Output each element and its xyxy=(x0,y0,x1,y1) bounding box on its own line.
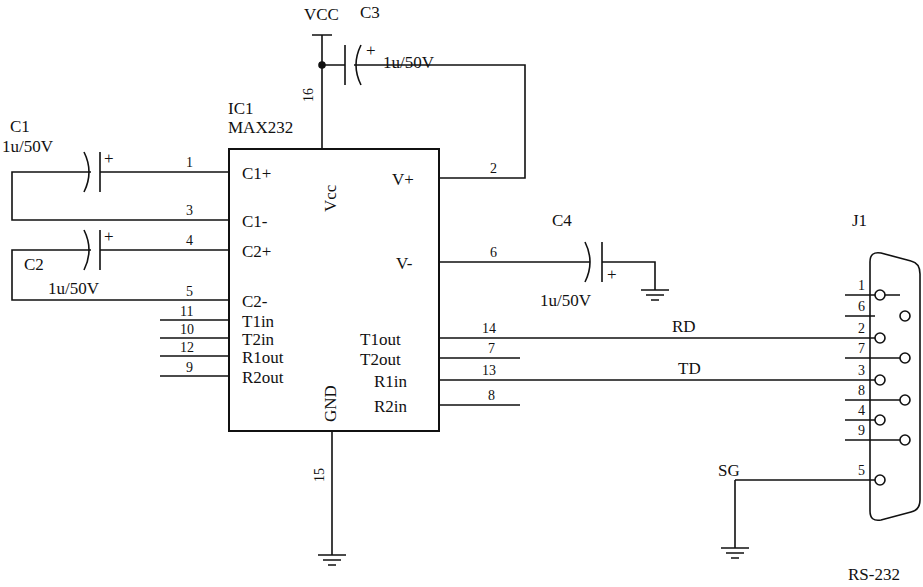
pin-name: R2out xyxy=(242,369,284,386)
pin-number: 2 xyxy=(490,162,497,176)
pin-name: R1out xyxy=(242,349,284,366)
pin-number: 5 xyxy=(186,285,193,299)
pin-name: V+ xyxy=(392,171,414,188)
polarity-mark: + xyxy=(607,266,617,283)
part-name: C3 xyxy=(360,4,380,21)
pin-name: R2in xyxy=(374,398,407,415)
polarity-mark: + xyxy=(104,228,114,245)
polarity-mark: + xyxy=(104,150,114,167)
pin-number: 8 xyxy=(858,384,865,398)
pin-number: 3 xyxy=(186,204,193,218)
pin-number: 7 xyxy=(488,342,495,356)
pin-name: GND xyxy=(322,385,339,422)
part-name: IC1 xyxy=(228,100,254,117)
signal-name: RD xyxy=(672,318,696,335)
pin-number: 9 xyxy=(858,424,865,438)
pin-number: 4 xyxy=(858,404,865,418)
pin-number: 14 xyxy=(482,322,496,336)
pin-number: 1 xyxy=(186,156,193,170)
pin-number: 11 xyxy=(180,305,193,319)
part-name: C2 xyxy=(24,256,44,273)
part-value: 1u/50V xyxy=(2,138,53,155)
pin-number: 4 xyxy=(186,234,193,248)
pin-name: T1out xyxy=(360,331,401,348)
pin-number: 13 xyxy=(482,364,496,378)
ic-body: C1+ Vcc V+ C1- C2+ V- C2- T1inT2inR1outR2out T1o… xyxy=(228,148,440,432)
pin-number: 15 xyxy=(313,468,327,482)
connector-name: RS-232 xyxy=(848,566,900,583)
part-name: C4 xyxy=(552,212,572,229)
pin-number: 6 xyxy=(490,246,497,260)
pin-name: C2+ xyxy=(242,243,271,260)
pin-number: 6 xyxy=(858,300,865,314)
polarity-mark: + xyxy=(366,42,376,59)
supply-name: VCC xyxy=(304,6,339,23)
pin-name: C1+ xyxy=(242,165,271,182)
pin-number: 16 xyxy=(302,88,316,102)
part-value: 1u/50V xyxy=(48,280,99,297)
pin-name: Vcc xyxy=(322,185,339,212)
pin-number: 12 xyxy=(180,341,194,355)
pin-number: 9 xyxy=(186,361,193,375)
part-value: 1u/50V xyxy=(540,292,591,309)
part-name: MAX232 xyxy=(228,119,293,136)
part-name: J1 xyxy=(852,212,867,229)
pin-name: C1- xyxy=(242,213,268,230)
signal-name: TD xyxy=(678,360,701,377)
pin-number: 8 xyxy=(488,389,495,403)
pin-number: 3 xyxy=(858,364,865,378)
part-value: 1u/50V xyxy=(383,54,434,71)
pin-number: 7 xyxy=(858,342,865,356)
pin-number: 10 xyxy=(180,323,194,337)
pin-number: 5 xyxy=(858,464,865,478)
signal-name: SG xyxy=(718,462,740,479)
pin-name: T2in xyxy=(242,331,274,348)
part-name: C1 xyxy=(10,118,30,135)
pin-name: T1in xyxy=(242,313,274,330)
pin-name: T2out xyxy=(360,351,401,368)
pin-name: R1in xyxy=(374,373,407,390)
pin-name: C2- xyxy=(242,293,268,310)
pin-number: 1 xyxy=(858,279,865,293)
pin-name: V- xyxy=(396,255,412,272)
pin-number: 2 xyxy=(858,322,865,336)
